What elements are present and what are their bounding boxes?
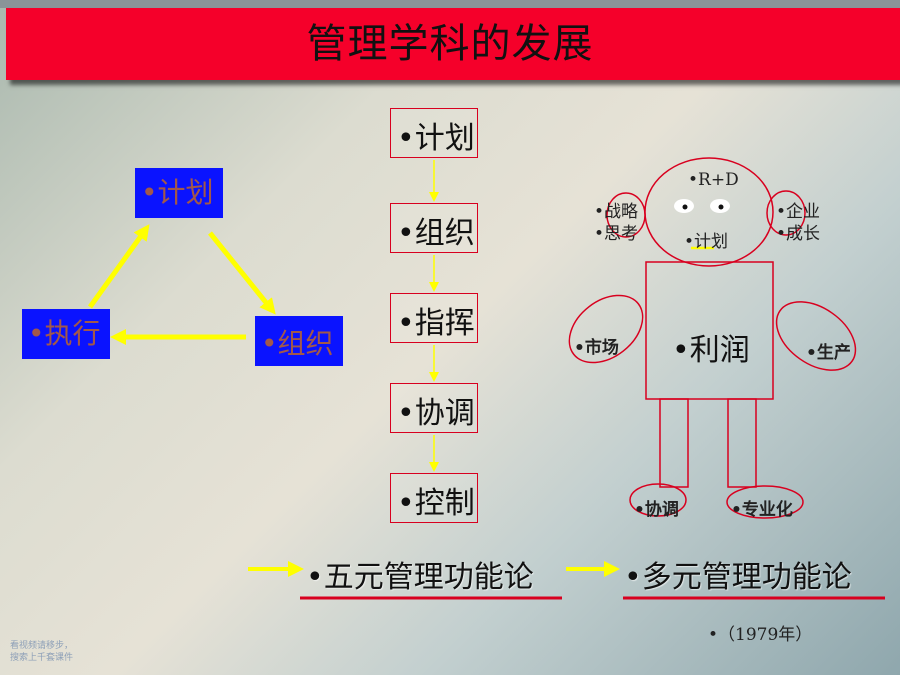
arrow-execute-to-plan	[87, 224, 150, 309]
figure-left-leg	[659, 398, 689, 488]
figure-plan-label: •计划	[684, 232, 729, 252]
triangle-execute-label: •执行	[28, 317, 101, 350]
figure-right-arm	[775, 301, 857, 371]
five-element-theory: •五元管理功能论	[306, 560, 534, 595]
figure-profit-label: •利润	[672, 333, 750, 368]
figure-left-foot	[629, 483, 687, 517]
top-strip	[0, 0, 900, 8]
figure-right-foot	[726, 485, 804, 519]
figure-body	[645, 261, 774, 400]
triangle-plan-label: •计划	[141, 176, 214, 209]
triangle-organize-label: •组织	[261, 327, 334, 360]
figure-production-label: •生产	[806, 343, 851, 363]
figure-left-pupil	[682, 204, 688, 210]
figure-coordinate-label: •协调	[634, 500, 679, 520]
flow-step-label: •控制	[397, 486, 475, 521]
triangle-plan-box: •计划	[135, 168, 223, 218]
figure-growth-label: •成长	[776, 224, 821, 244]
figure-right-pupil	[718, 204, 724, 210]
flow-step-label: •组织	[397, 216, 475, 251]
arrow-plan-to-organize	[208, 231, 276, 315]
watermark-line: 看视频请移步，	[10, 641, 74, 651]
flow-step-coordinate: •协调	[390, 383, 478, 433]
figure-rd-label: •R+D	[688, 170, 739, 190]
flow-step-label: •指挥	[397, 306, 475, 341]
figure-left-arm	[568, 294, 644, 364]
figure-specialization-label: •专业化	[731, 500, 793, 520]
flow-step-plan: •计划	[390, 108, 478, 158]
figure-strategy-label: •战略	[594, 202, 639, 222]
watermark: 看视频请移步， 搜索上千套课件	[10, 640, 73, 664]
figure-right-leg	[727, 398, 757, 488]
flow-step-organize: •组织	[390, 203, 478, 253]
figure-right-ear	[766, 190, 806, 236]
triangle-execute-box: •执行	[22, 309, 110, 359]
flow-step-control: •控制	[390, 473, 478, 523]
year-label: •（1979年）	[708, 625, 813, 645]
title-bar	[6, 8, 900, 80]
figure-enterprise-label: •企业	[776, 202, 821, 222]
flow-step-label: •计划	[397, 121, 475, 156]
flow-step-label: •协调	[397, 396, 475, 431]
multi-element-theory: •多元管理功能论	[624, 560, 852, 595]
figure-market-label: •市场	[574, 338, 619, 358]
slide-title: 管理学科的发展	[306, 21, 594, 67]
figure-thinking-label: •思考	[594, 224, 639, 244]
triangle-organize-box: •组织	[255, 316, 343, 366]
watermark-line: 搜索上千套课件	[10, 653, 74, 663]
figure-left-ear	[606, 192, 646, 238]
flow-step-command: •指挥	[390, 293, 478, 343]
